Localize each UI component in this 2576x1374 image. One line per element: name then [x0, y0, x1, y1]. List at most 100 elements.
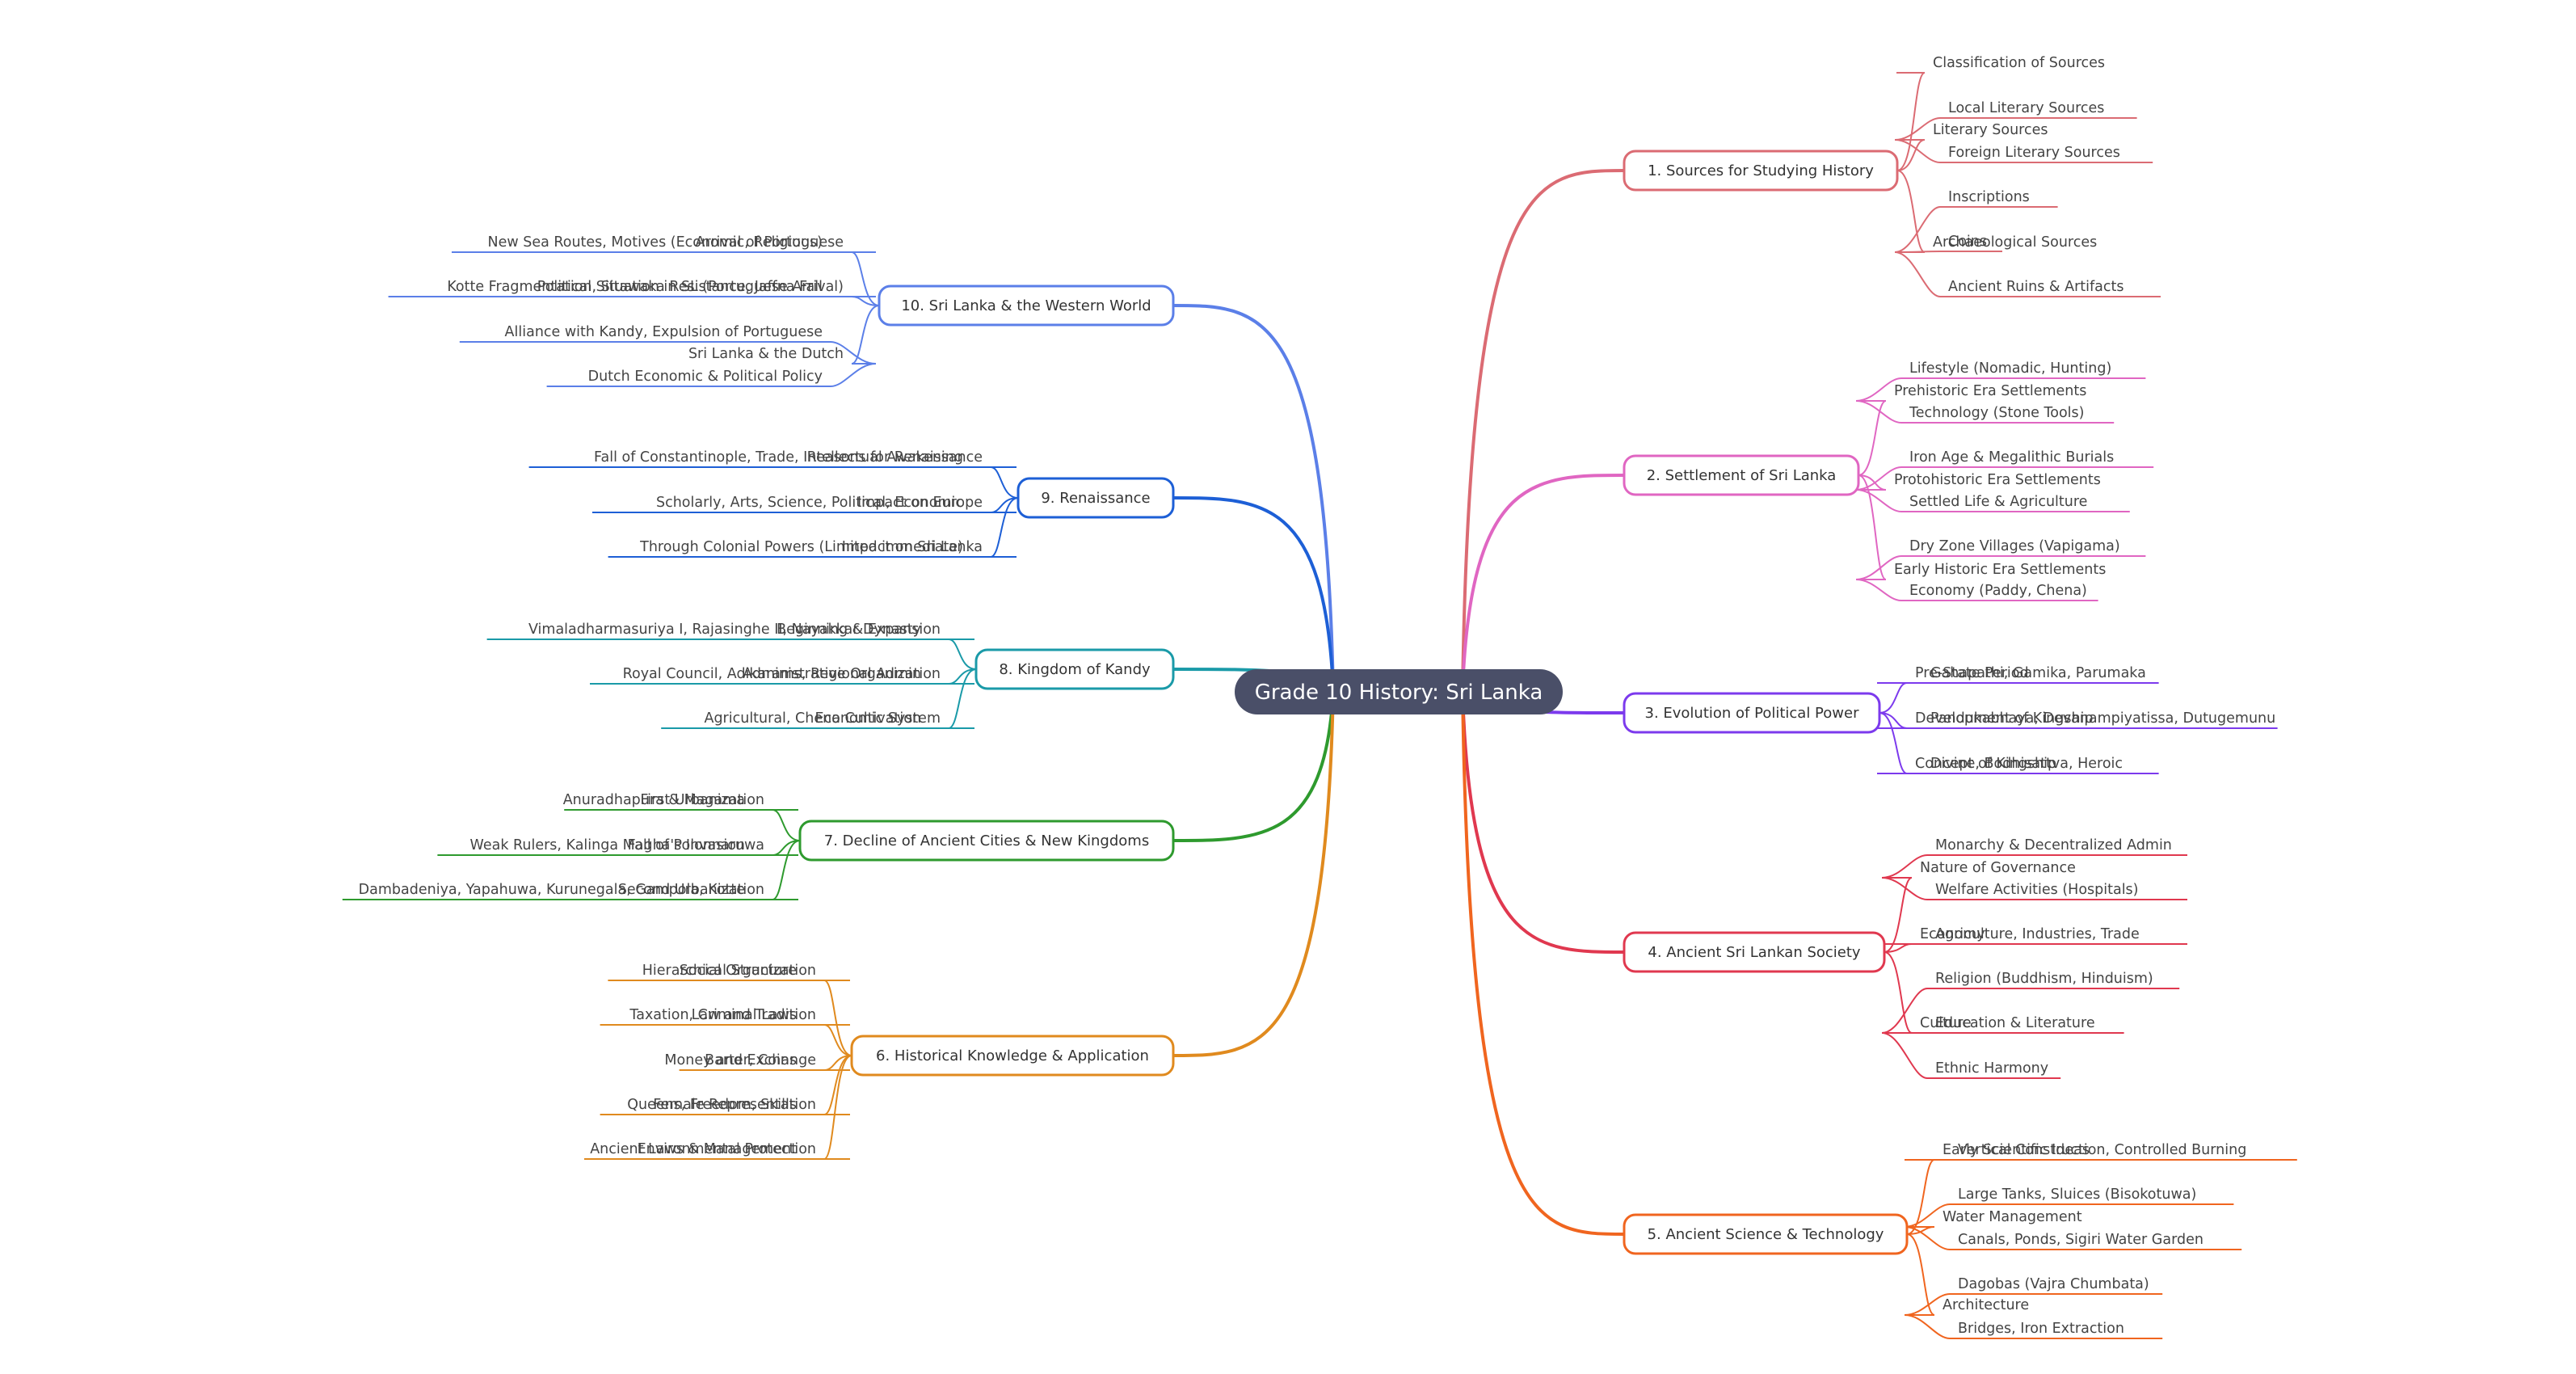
sub-connector	[1858, 400, 1887, 476]
leaf-dagobas-vajra-chumbata[interactable]: Dagobas (Vajra Chumbata)	[1958, 1276, 2149, 1292]
subtopic-sri-lanka-the-dutch[interactable]: Sri Lanka & the Dutch	[688, 346, 844, 362]
topic-5-ancient-science-technology[interactable]: 5. Ancient Science & Technology	[1623, 1213, 1909, 1255]
subtopic-literary-sources[interactable]: Literary Sources	[1933, 122, 2048, 138]
node-layer: 1. Sources for Studying History Classific…	[359, 55, 2276, 1337]
subtopic-classification-of-sources[interactable]: Classification of Sources	[1933, 55, 2105, 71]
sub-connector	[851, 305, 880, 365]
topic-4-ancient-sri-lankan-society[interactable]: 4. Ancient Sri Lankan Society	[1623, 931, 1886, 973]
leaf-alliance-with-kandy-expulsion-of-portuguese[interactable]: Alliance with Kandy, Expulsion of Portug…	[505, 324, 823, 340]
subtopic-protohistoric-era-settlements[interactable]: Protohistoric Era Settlements	[1894, 472, 2101, 488]
topic-box	[974, 648, 1175, 690]
leaf-connector	[1904, 1293, 1951, 1316]
topic-3-evolution-of-political-power[interactable]: 3. Evolution of Political Power	[1623, 692, 1881, 734]
topic-label: 4. Ancient Sri Lankan Society	[1648, 944, 1861, 961]
subtopic-archaeological-sources[interactable]: Archaeological Sources	[1933, 234, 2097, 251]
leaf-ancient-laws-management[interactable]: Ancient Laws & Management	[590, 1141, 797, 1157]
leaf-taxation-criminal-laws[interactable]: Taxation, Criminal Laws	[629, 1007, 797, 1023]
leaf-new-sea-routes-motives-economic-religious[interactable]: New Sea Routes, Motives (Economic, Relig…	[487, 234, 823, 251]
leaf-coins[interactable]: Coins	[1948, 234, 1987, 250]
leaf-fall-of-constantinople-trade-intellectual-awakening[interactable]: Fall of Constantinople, Trade, Intellect…	[594, 449, 963, 466]
subtopic-impact-on-sri-lanka[interactable]: Impact on Sri Lanka	[842, 539, 983, 555]
topic-10-sri-lanka-the-western-world[interactable]: 10. Sri Lanka & the Western World	[878, 284, 1175, 327]
leaf-monarchy-decentralized-admin[interactable]: Monarchy & Decentralized Admin	[1935, 837, 2172, 853]
leaf-through-colonial-powers-limited-immediate[interactable]: Through Colonial Powers (Limited immedia…	[639, 539, 963, 555]
subtopic-water-management[interactable]: Water Management	[1943, 1209, 2082, 1225]
leaf-ancient-ruins-artifacts[interactable]: Ancient Ruins & Artifacts	[1948, 279, 2124, 295]
leaf-gahapathi-gamika-parumaka[interactable]: Gahapathi, Gamika, Parumaka	[1930, 665, 2146, 681]
leaf-connector	[1855, 489, 1902, 512]
subtopic-development-of-kingship[interactable]: Development of Kingship	[1915, 710, 2094, 727]
leaf-kotte-fragmentation-sitawaka-resistance-jaffna-fall[interactable]: Kotte Fragmentation, Sitawaka Resistance…	[447, 279, 823, 295]
subtopic-female-representation[interactable]: Female Representation	[653, 1097, 816, 1113]
subtopic-pre-state-period[interactable]: Pre-State Period	[1915, 665, 2029, 681]
subtopic-architecture[interactable]: Architecture	[1943, 1297, 2029, 1313]
leaf-iron-age-megalithic-burials[interactable]: Iron Age & Megalithic Burials	[1909, 449, 2114, 466]
leaf-vimaladharmasuriya-i-rajasinghe-ii-nayakkar-dynasty[interactable]: Vimaladharmasuriya I, Rajasinghe II, Nay…	[528, 622, 921, 638]
leaf-weak-rulers-kalinga-magha-s-invasion[interactable]: Weak Rulers, Kalinga Magha's Invasion	[470, 837, 745, 853]
leaf-technology-stone-tools[interactable]: Technology (Stone Tools)	[1909, 405, 2084, 421]
subtopic-impact-on-europe[interactable]: Impact on Europe	[857, 495, 983, 511]
leaf-queens-freedom-skills[interactable]: Queens, Freedom, Skills	[627, 1097, 797, 1113]
subtopic-economic-system[interactable]: Economic System	[814, 710, 941, 727]
subtopic-arrival-of-portuguese[interactable]: Arrival of Portuguese	[696, 234, 844, 251]
subtopic-concept-of-kingship[interactable]: Concept of Kingship	[1915, 756, 2056, 772]
leaf-agricultural-chena-cultivation[interactable]: Agricultural, Chena Cultivation	[704, 710, 921, 727]
subtopic-first-urbanization[interactable]: First Urbanization	[640, 792, 764, 808]
topic-6-historical-knowledge-application[interactable]: 6. Historical Knowledge & Application	[850, 1035, 1175, 1077]
subtopic-environmental-protection[interactable]: Environmental Protection	[638, 1141, 816, 1157]
subtopic-nature-of-governance[interactable]: Nature of Governance	[1920, 860, 2076, 876]
subtopic-economy[interactable]: Economy	[1920, 926, 1985, 942]
leaf-settled-life-agriculture[interactable]: Settled Life & Agriculture	[1909, 494, 2087, 510]
subtopic-social-organization[interactable]: Social Organization	[680, 963, 816, 979]
leaf-royal-council-adikarams-regional-admin[interactable]: Royal Council, Adikarams, Regional Admin	[623, 666, 921, 682]
subtopic-early-historic-era-settlements[interactable]: Early Historic Era Settlements	[1894, 562, 2106, 578]
leaf-local-literary-sources[interactable]: Local Literary Sources	[1948, 100, 2104, 116]
leaf-canals-ponds-sigiri-water-garden[interactable]: Canals, Ponds, Sigiri Water Garden	[1958, 1232, 2203, 1248]
leaf-scholarly-arts-science-political-economic[interactable]: Scholarly, Arts, Science, Political, Eco…	[656, 495, 963, 511]
subtopic-reasons-for-renaissance[interactable]: Reasons for Renaissance	[807, 449, 983, 466]
sub-connector	[823, 1024, 852, 1056]
leaf-welfare-activities-hospitals[interactable]: Welfare Activities (Hospitals)	[1935, 882, 2139, 898]
subtopic-second-urbanization[interactable]: Second Urbanization	[618, 882, 764, 898]
subtopic-money-and-exchange[interactable]: Money and Exchange	[664, 1052, 816, 1068]
subtopic-fall-of-polonnaruwa[interactable]: Fall of Polonnaruwa	[628, 837, 764, 853]
leaf-education-literature[interactable]: Education & Literature	[1935, 1015, 2095, 1031]
leaf-bridges-iron-extraction[interactable]: Bridges, Iron Extraction	[1958, 1321, 2124, 1337]
subtopic-beginning-expansion[interactable]: Beginning & Expansion	[777, 622, 941, 638]
leaf-ethnic-harmony[interactable]: Ethnic Harmony	[1935, 1060, 2048, 1077]
leaf-dry-zone-villages-vapigama[interactable]: Dry Zone Villages (Vapigama)	[1909, 538, 2120, 554]
topic-1-sources-for-studying-history[interactable]: 1. Sources for Studying History	[1623, 150, 1899, 192]
leaf-pandukabhaya-devanampiyatissa-dutugemunu[interactable]: Pandukabhaya, Devanampiyatissa, Dutugemu…	[1930, 710, 2275, 727]
leaf-anuradhapura-magama[interactable]: Anuradhapura & Magama	[563, 792, 745, 808]
leaf-hierarchical-structure[interactable]: Hierarchical Structure	[642, 963, 797, 979]
leaf-lifestyle-nomadic-hunting[interactable]: Lifestyle (Nomadic, Hunting)	[1909, 360, 2111, 377]
topic-box	[1623, 931, 1886, 973]
leaf-agriculture-industries-trade[interactable]: Agriculture, Industries, Trade	[1935, 926, 2140, 942]
subtopic-early-scientific-ideas[interactable]: Early Scientific Ideas	[1943, 1142, 2090, 1158]
sub-connector	[772, 840, 801, 900]
leaf-dambadeniya-yapahuwa-kurunegala-gampola-kotte[interactable]: Dambadeniya, Yapahuwa, Kurunegala, Gampo…	[359, 882, 745, 898]
topic-9-renaissance[interactable]: 9. Renaissance	[1017, 477, 1175, 519]
subtopic-culture[interactable]: Culture	[1920, 1015, 1972, 1031]
leaf-economy-paddy-chena[interactable]: Economy (Paddy, Chena)	[1909, 583, 2087, 599]
subtopic-political-situation-in-sl-portuguese-arrival[interactable]: Political Situation in SL (Portuguese Ar…	[537, 279, 844, 295]
topic-8-kingdom-of-kandy[interactable]: 8. Kingdom of Kandy	[974, 648, 1175, 690]
subtopic-law-and-tradition[interactable]: Law and Tradition	[692, 1007, 816, 1023]
leaf-dutch-economic-political-policy[interactable]: Dutch Economic & Political Policy	[588, 369, 823, 385]
topic-7-decline-of-ancient-cities-new-kingdoms[interactable]: 7. Decline of Ancient Cities & New Kingd…	[798, 820, 1175, 862]
topic-2-settlement-of-sri-lanka[interactable]: 2. Settlement of Sri Lanka	[1623, 454, 1860, 496]
central-topic[interactable]: Grade 10 History: Sri Lanka	[1235, 669, 1563, 714]
leaf-divine-bodhisattva-heroic[interactable]: Divine, Bodhisattva, Heroic	[1930, 756, 2123, 772]
leaf-barter-coins[interactable]: Barter, Coins	[705, 1052, 797, 1068]
leaf-large-tanks-sluices-bisokotuwa[interactable]: Large Tanks, Sluices (Bisokotuwa)	[1958, 1186, 2196, 1203]
leaf-vertical-construction-controlled-burning[interactable]: Vertical Construction, Controlled Burnin…	[1958, 1142, 2246, 1158]
leaf-religion-buddhism-hinduism[interactable]: Religion (Buddhism, Hinduism)	[1935, 971, 2153, 987]
sub-connector	[948, 639, 977, 670]
subtopic-administrative-organization[interactable]: Administrative Organization	[743, 666, 941, 682]
leaf-connector	[1855, 555, 1902, 580]
topic-label: 9. Renaissance	[1041, 490, 1150, 507]
leaf-foreign-literary-sources[interactable]: Foreign Literary Sources	[1948, 145, 2120, 161]
leaf-inscriptions[interactable]: Inscriptions	[1948, 189, 2030, 205]
subtopic-prehistoric-era-settlements[interactable]: Prehistoric Era Settlements	[1894, 383, 2086, 399]
